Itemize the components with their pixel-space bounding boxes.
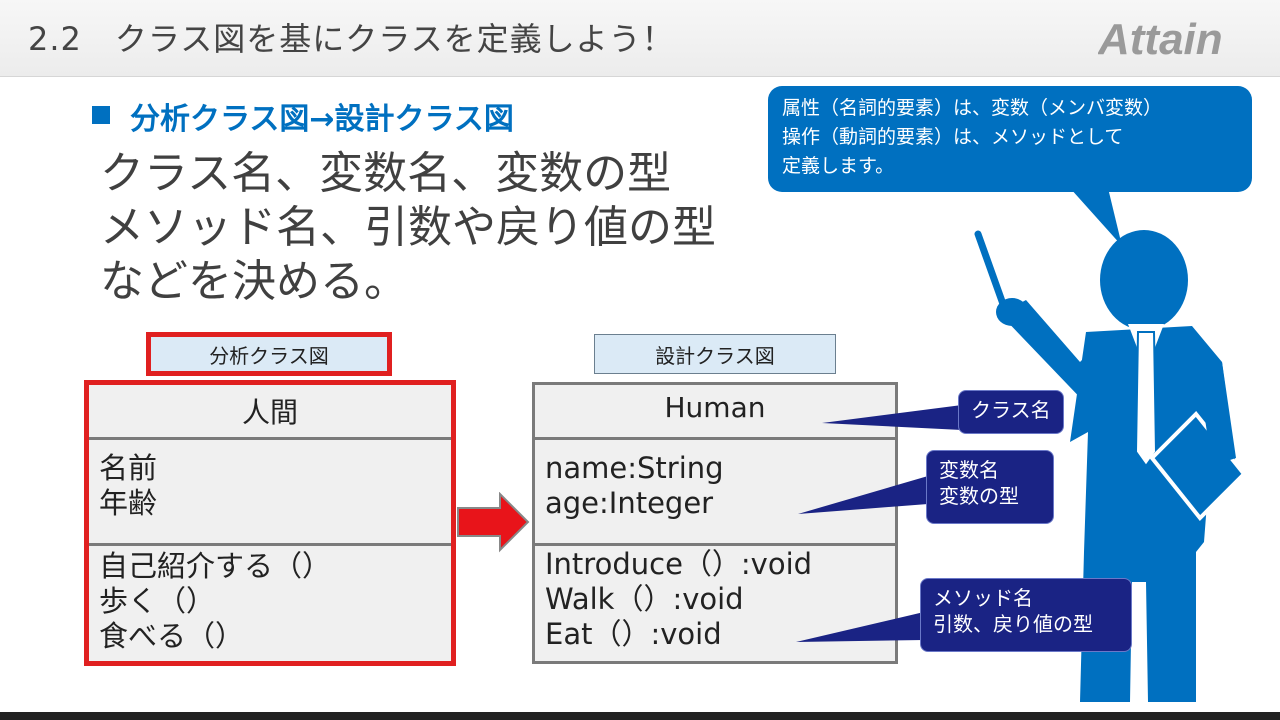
- class-name-tag-text: クラス名: [971, 398, 1051, 422]
- design-divider-1: [535, 437, 895, 440]
- method-tag-line: 引数、戻り値の型: [933, 612, 1093, 636]
- slide-header: 2.2 クラス図を基にクラスを定義しよう！ Attain: [0, 0, 1280, 77]
- variable-tag-line: 変数名: [939, 458, 999, 482]
- method-tag-line: メソッド名: [933, 586, 1033, 610]
- analysis-attribute: 年齢: [99, 486, 158, 520]
- analysis-operation: 歩く（）: [99, 584, 216, 618]
- body-line-1: クラス名、変数名、変数の型: [100, 148, 672, 199]
- analysis-operations: 自己紹介する（） 歩く（） 食べる（）: [89, 549, 451, 654]
- analysis-operation: 自己紹介する（）: [99, 549, 332, 583]
- bullet-square-icon: [92, 106, 110, 124]
- analysis-attributes: 名前 年齢: [89, 451, 451, 521]
- analysis-divider-2: [89, 543, 451, 546]
- logo-text: Attain: [1098, 15, 1223, 62]
- design-operation: Walk（）:void: [545, 582, 744, 616]
- design-diagram-label: 設計クラス図: [594, 334, 836, 374]
- analysis-attribute: 名前: [99, 451, 158, 485]
- variable-tag: 変数名 変数の型: [926, 450, 1054, 524]
- design-attribute: age:Integer: [545, 486, 714, 520]
- right-arrow-icon: [457, 492, 530, 553]
- attain-logo: Attain: [1098, 15, 1223, 62]
- bullet-heading: 分析クラス図→設計クラス図: [130, 102, 514, 137]
- bottom-rule: [0, 712, 1280, 720]
- callout-line-3: 定義します。: [782, 155, 895, 177]
- design-operation: Eat（）:void: [545, 617, 722, 651]
- design-attribute: name:String: [545, 451, 724, 485]
- slide-title: 2.2 クラス図を基にクラスを定義しよう！: [28, 20, 675, 58]
- analysis-diagram-label: 分析クラス図: [146, 332, 392, 376]
- method-tag: メソッド名 引数、戻り値の型: [920, 578, 1132, 652]
- design-class-name: Human: [664, 391, 766, 424]
- callout-line-2: 操作（動詞的要素）は、メソッドとして: [782, 126, 1124, 148]
- body-line-3: などを決める。: [100, 256, 408, 307]
- speech-callout: 属性（名詞的要素）は、変数（メンバ変数） 操作（動詞的要素）は、メソッドとして …: [768, 86, 1252, 192]
- design-operation: Introduce（）:void: [545, 547, 813, 581]
- design-operations: Introduce（）:void Walk（）:void Eat（）:void: [535, 547, 895, 652]
- variable-tag-line: 変数の型: [939, 484, 1019, 508]
- body-line-2: メソッド名、引数や戻り値の型: [100, 202, 716, 253]
- analysis-class-box: 人間 名前 年齢 自己紹介する（） 歩く（） 食べる（）: [84, 380, 456, 666]
- design-attributes: name:String age:Integer: [535, 451, 895, 521]
- analysis-class-name: 人間: [241, 396, 298, 429]
- callout-line-1: 属性（名詞的要素）は、変数（メンバ変数）: [782, 97, 1163, 119]
- design-class-box: Human name:String age:Integer Introduce（…: [532, 382, 898, 664]
- class-name-tag: クラス名: [958, 390, 1064, 434]
- analysis-operation: 食べる（）: [99, 619, 245, 653]
- analysis-divider-1: [89, 437, 451, 440]
- design-divider-2: [535, 543, 895, 546]
